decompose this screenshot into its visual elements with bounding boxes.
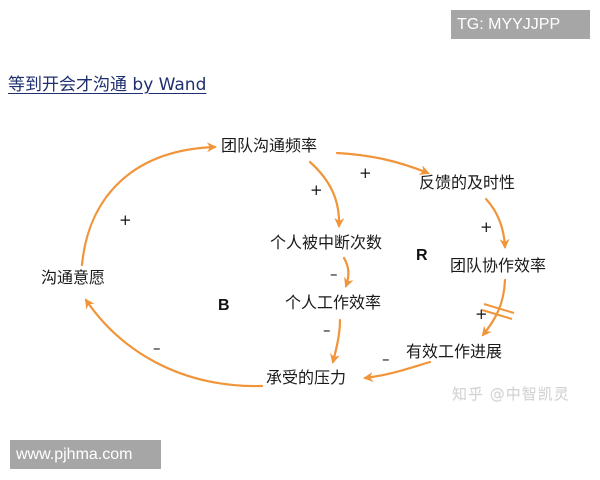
sign-interrupt-personal: –	[330, 265, 338, 283]
loop-label-reinforcing: R	[416, 247, 428, 264]
arrow-personal-to-pressure	[330, 318, 342, 364]
arrow-collab-to-progress	[481, 278, 507, 337]
arrow-freq-to-feedback	[335, 151, 430, 175]
arrow-feedback-to-collab	[484, 197, 510, 249]
arrow-progress-to-pressure	[363, 360, 432, 383]
arrow-pressure-to-willingness	[84, 298, 264, 388]
sign-willingness-freq: +	[119, 211, 132, 229]
diagram-title-link[interactable]: 等到开会才沟通 by Wand	[8, 75, 207, 95]
sign-pressure-willingness: –	[153, 339, 161, 357]
tg-watermark-badge: TG: MYYJJPP	[451, 10, 590, 39]
node-interruptions: 个人被中断次数	[270, 233, 383, 252]
node-personal-eff: 个人工作效率	[285, 293, 382, 312]
node-pressure: 承受的压力	[266, 368, 347, 387]
node-feedback-timeliness: 反馈的及时性	[419, 173, 516, 192]
url-watermark-badge: www.pjhma.com	[10, 440, 161, 469]
sign-feedback-collab: +	[480, 218, 493, 236]
node-team-comm-freq: 团队沟通频率	[221, 136, 318, 155]
arrow-interrupt-to-personal	[342, 256, 354, 288]
node-comm-willingness: 沟通意愿	[41, 268, 106, 287]
node-team-collab-eff: 团队协作效率	[450, 256, 547, 275]
sign-freq-interrupt: +	[310, 181, 323, 199]
sign-progress-pressure: –	[382, 350, 390, 368]
sign-freq-feedback: +	[359, 164, 372, 182]
delay-mark	[481, 303, 515, 320]
sign-collab-progress: +	[475, 305, 488, 323]
arrow-freq-to-interrupt	[308, 160, 345, 228]
loop-label-balancing: B	[218, 297, 230, 314]
zhihu-watermark: 知乎 @中智凯灵	[452, 385, 570, 403]
arrow-willingness-to-freq	[80, 142, 217, 267]
sign-personal-pressure: –	[323, 321, 331, 339]
node-effective-progress: 有效工作进展	[406, 342, 503, 361]
